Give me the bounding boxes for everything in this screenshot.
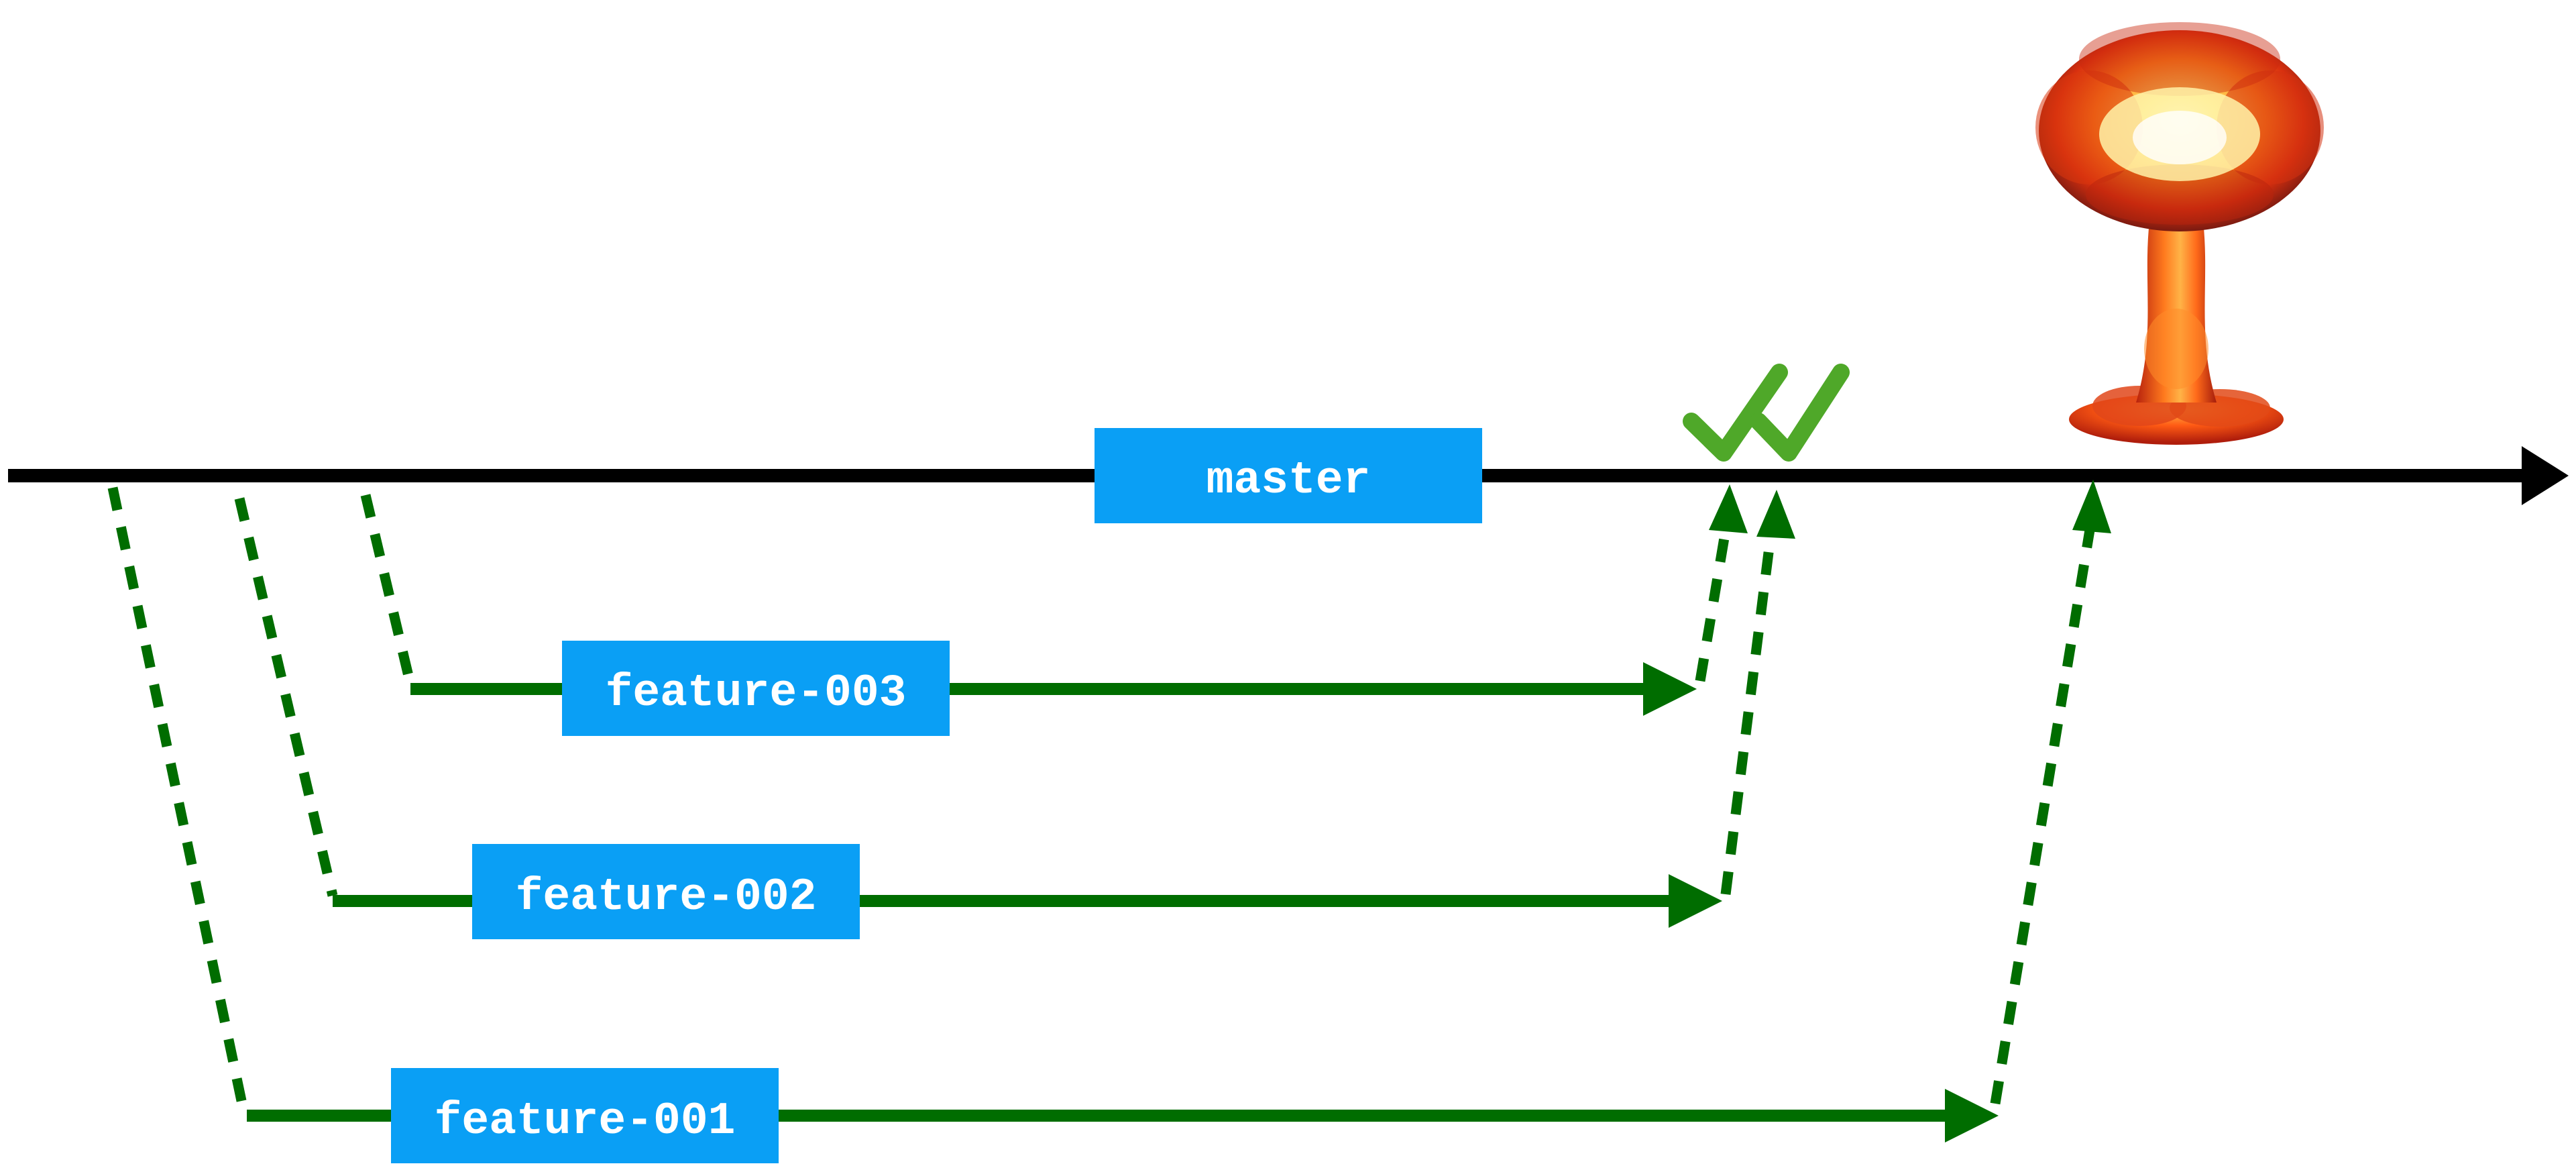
master-label-text: master [1207, 455, 1371, 507]
feature-003-fork-line [360, 494, 416, 686]
feature-002-fork-line [234, 497, 338, 897]
check-icon [1750, 364, 1850, 462]
feature-003-label-text: feature-003 [606, 668, 907, 719]
check-icon [1683, 364, 1788, 462]
explosion-icon [2035, 22, 2324, 445]
feature-002-merge-line [1720, 536, 1776, 895]
feature-001-fork-line [107, 486, 249, 1112]
feature-001-label-text: feature-001 [435, 1096, 736, 1147]
feature-003-label: feature-003 [562, 641, 950, 736]
master-arrowhead [2522, 446, 2569, 505]
feature-002-merge-arrowhead [1756, 490, 1795, 539]
feature-002-arrowhead [1669, 874, 1722, 928]
feature-001-merge-line [1990, 529, 2095, 1105]
feature-003-merge-arrowhead [1709, 484, 1748, 533]
feature-003-arrowhead [1643, 662, 1697, 716]
feature-001-branch [107, 480, 2111, 1142]
feature-001-merge-arrowhead [2072, 480, 2111, 533]
feature-002-label: feature-002 [472, 844, 860, 939]
feature-002-label-text: feature-002 [516, 871, 817, 923]
feature-003-merge-line [1695, 529, 1731, 682]
feature-001-label: feature-001 [391, 1068, 779, 1163]
master-label: master [1095, 428, 1482, 523]
feature-001-arrowhead [1945, 1089, 1999, 1142]
